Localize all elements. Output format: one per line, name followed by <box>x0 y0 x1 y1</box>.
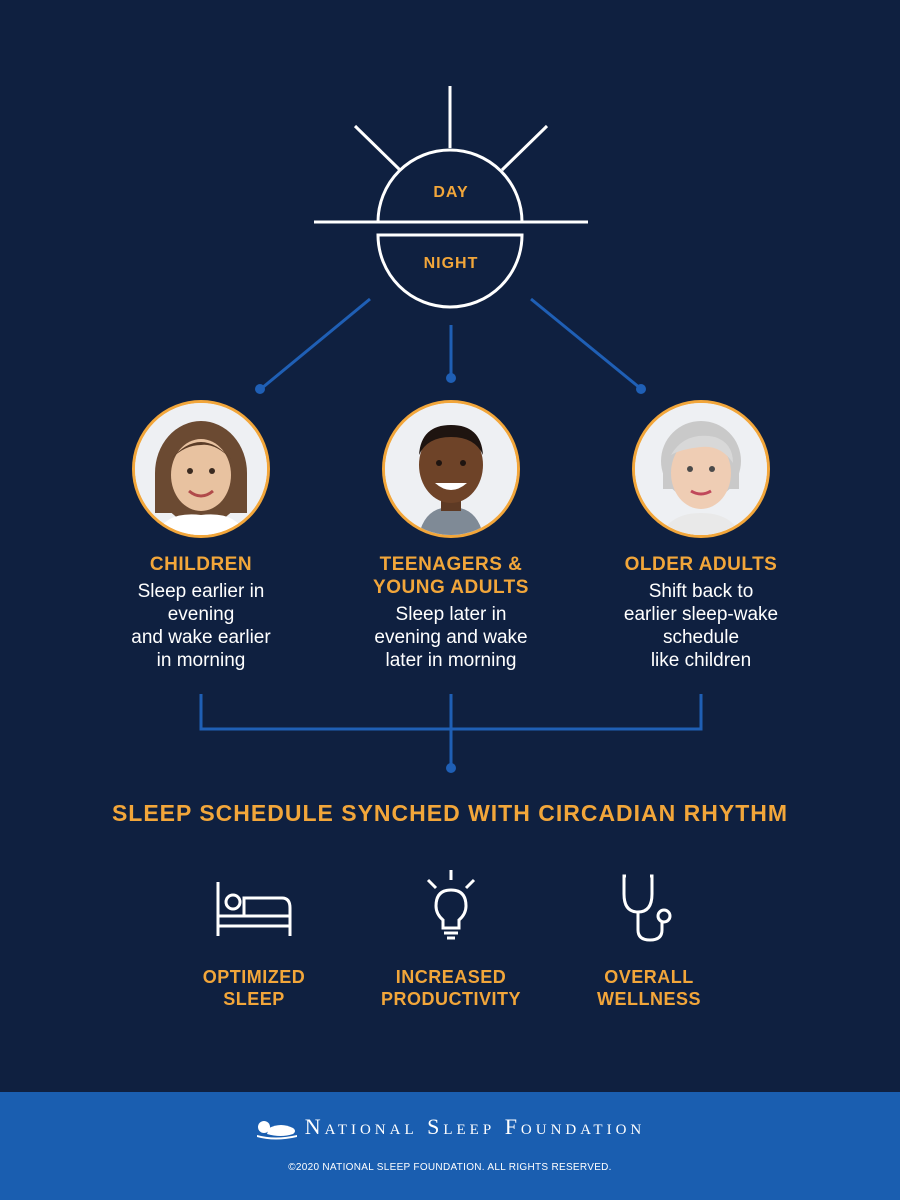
group-older-adults-description: Shift back to earlier sleep-wake schedul… <box>623 581 779 671</box>
older-adult-portrait <box>632 400 770 538</box>
connector-right <box>530 297 641 390</box>
sun-ray <box>353 124 402 172</box>
benefit-overall-wellness: OVERALL WELLNESS <box>596 967 701 1009</box>
child-portrait <box>132 400 270 538</box>
connector-dot <box>446 763 456 773</box>
connector-dots <box>255 373 646 773</box>
circadian-diagram <box>199 86 703 773</box>
benefit-increased-productivity: INCREASED PRODUCTIVITY <box>380 967 521 1009</box>
connector-dot <box>255 384 265 394</box>
night-semicircle <box>376 233 524 309</box>
top-connectors <box>261 297 641 390</box>
connector-dot <box>636 384 646 394</box>
lightbulb-icon <box>426 870 476 940</box>
sun-icon <box>314 86 588 309</box>
group-children-description: Sleep earlier in evening and wake earlie… <box>131 581 271 671</box>
group-young-adults-description: Sleep later in evening and wake later in… <box>374 604 528 671</box>
headline: SLEEP SCHEDULE SYNCHED WITH CIRCADIAN RH… <box>111 800 789 826</box>
connector-left <box>261 297 371 390</box>
night-label: NIGHT <box>423 255 479 272</box>
copyright: ©2020 NATIONAL SLEEP FOUNDATION. ALL RIG… <box>288 1162 612 1173</box>
main-panel <box>0 0 900 1092</box>
connector-dot <box>446 373 456 383</box>
bed-icon <box>216 882 292 936</box>
bottom-bracket <box>199 694 703 766</box>
sun-ray <box>500 124 549 172</box>
day-label: DAY <box>433 184 469 201</box>
group-older-adults-title: OLDER ADULTS <box>624 554 778 575</box>
young-adult-portrait <box>382 400 520 538</box>
group-children-title: CHILDREN <box>149 554 253 575</box>
day-semicircle <box>376 148 524 223</box>
stethoscope-icon <box>622 874 672 942</box>
brand-name: National Sleep Foundation <box>304 1114 646 1139</box>
brand: National Sleep Foundation <box>0 1114 900 1140</box>
group-young-adults-title: TEENAGERS & YOUNG ADULTS <box>373 554 529 598</box>
footer: National Sleep Foundation ©2020 NATIONAL… <box>0 1092 900 1200</box>
benefit-optimized-sleep: OPTIMIZED SLEEP <box>202 967 306 1009</box>
sleeping-figure-logo-icon <box>256 1120 297 1140</box>
